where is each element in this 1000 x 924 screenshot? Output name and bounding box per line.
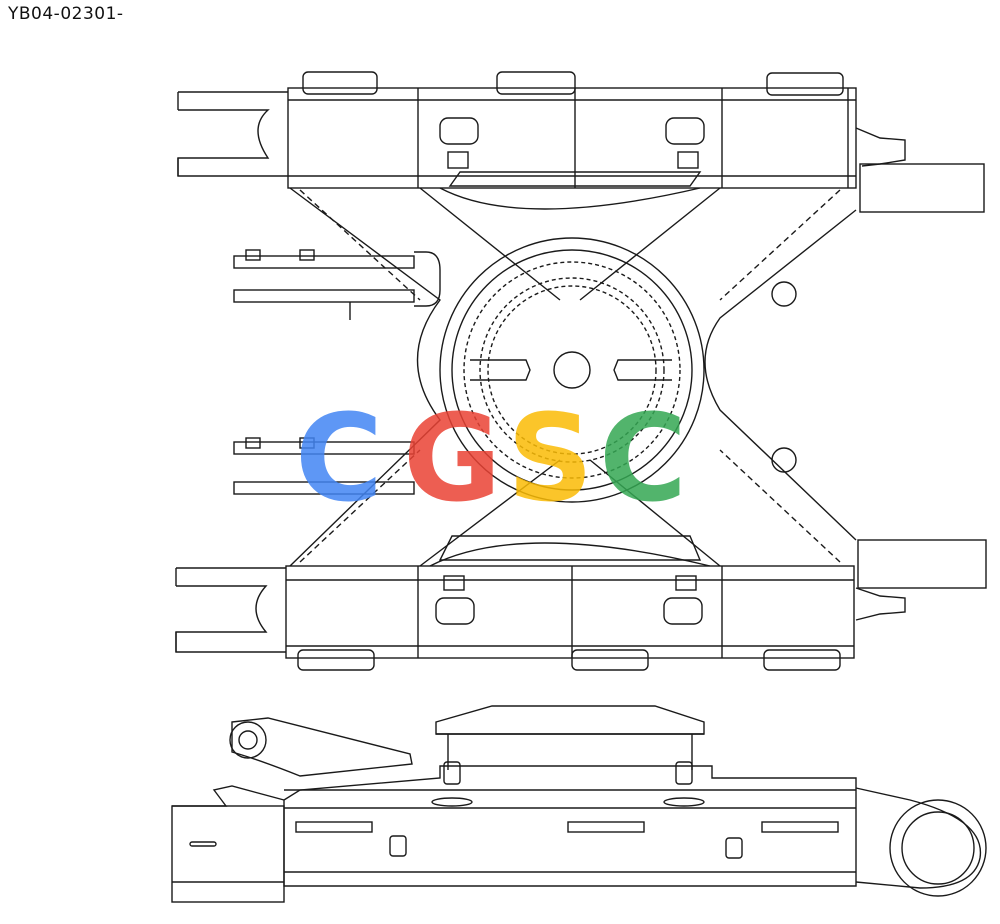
side-lug [229,717,413,777]
side-idler-end [855,787,987,897]
lower-side-rail [285,565,855,659]
top-view [175,71,987,671]
x-frame-body [289,171,857,567]
side-view [171,705,987,903]
side-top-plate [431,705,705,807]
upper-side-rail [287,87,857,189]
lower-handles [297,649,841,671]
left-brackets [233,249,441,495]
upper-right-arm [855,127,985,213]
top-handles [302,71,844,96]
side-main-beam [171,765,857,903]
lower-left-fork [175,567,286,653]
lower-right-arm [855,539,987,621]
part-number-label: YB04-02301- [8,4,124,24]
upper-left-fork [177,91,288,177]
turntable-ring [439,237,705,503]
